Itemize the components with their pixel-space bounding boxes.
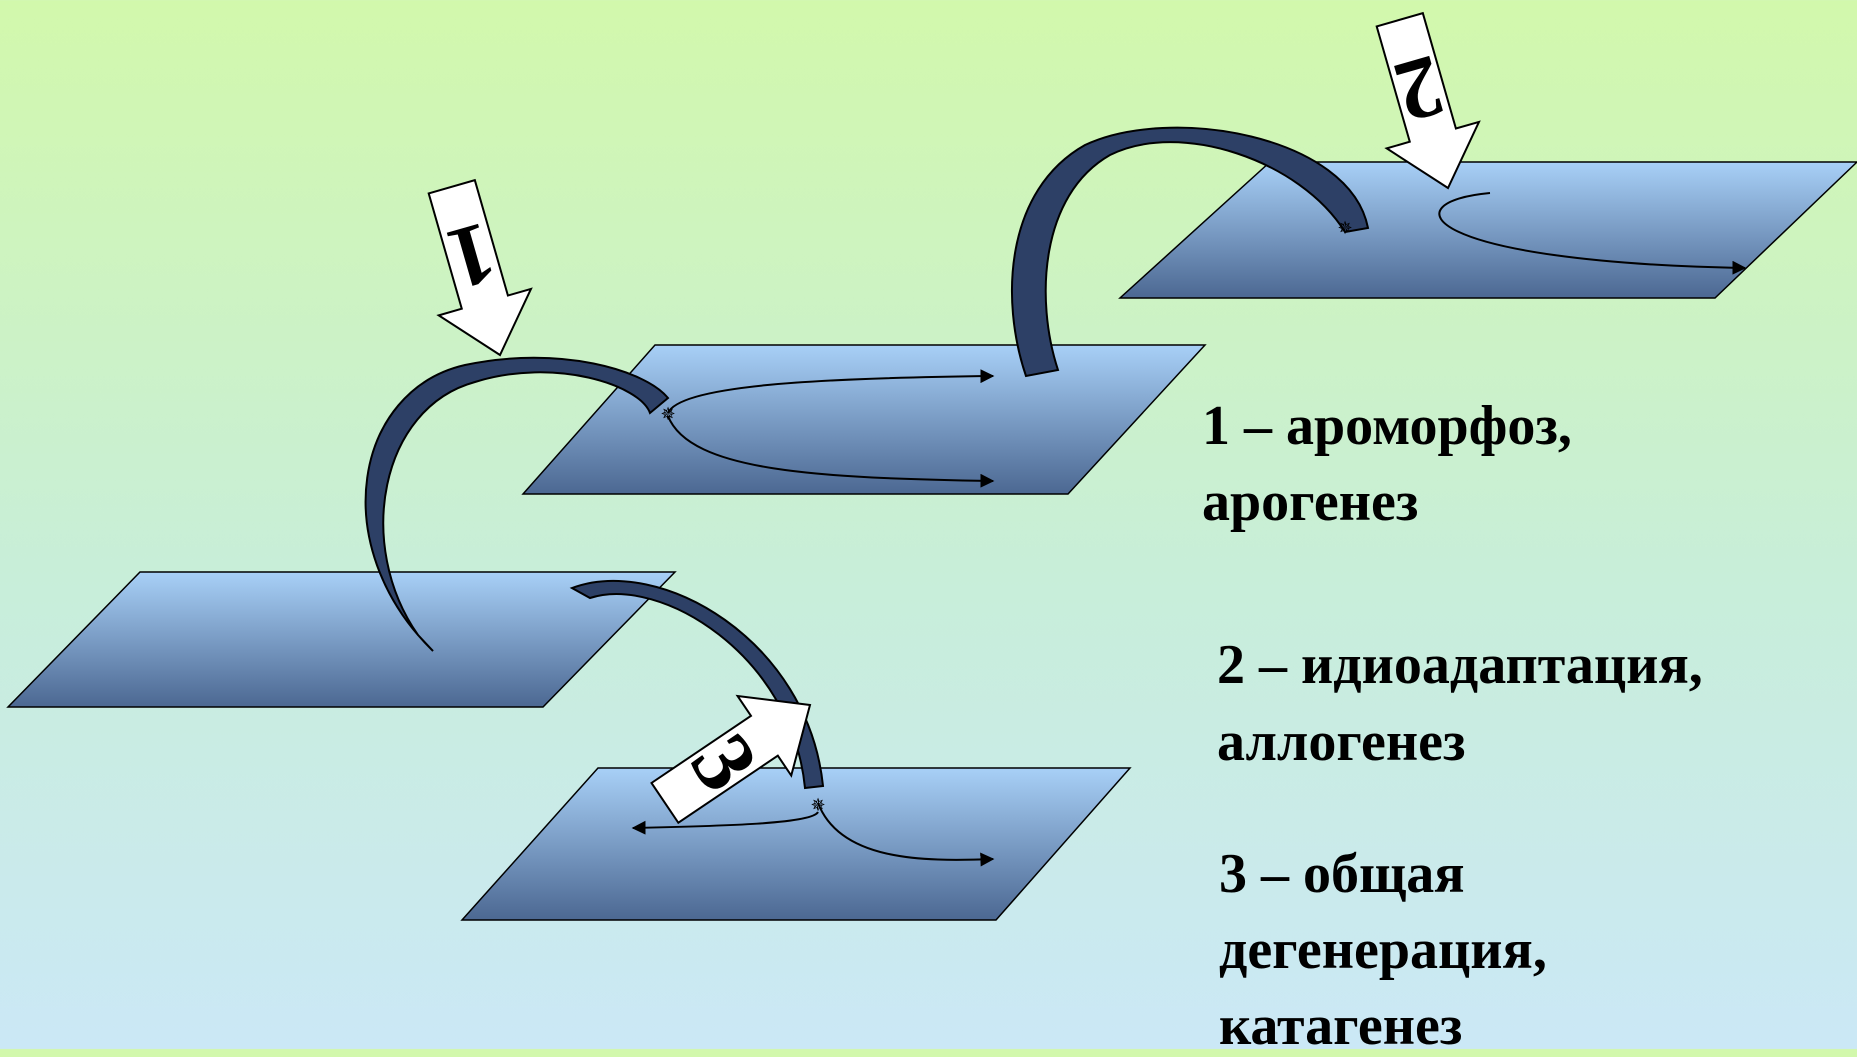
branch-arrow-lower-left — [631, 811, 819, 835]
jump-arrow-left-to-lower — [569, 579, 825, 790]
legend-item-3-line-3: катагенез — [1219, 995, 1463, 1057]
jump-arrow-middle-to-upper — [1010, 126, 1370, 378]
plane-lower — [460, 767, 1132, 921]
legend-item-1-line-2: арогенез — [1202, 471, 1419, 533]
legend-item-1-line-1: 1 – ароморфоз, — [1202, 395, 1572, 457]
legend-item-2-line-2: аллогенез — [1217, 711, 1466, 773]
event-marker-upper: ✵ — [1337, 218, 1352, 238]
branch-arrow-middle-upper — [667, 369, 995, 414]
plane-left — [6, 571, 677, 708]
branch-arrow-upper-right — [1438, 192, 1747, 275]
branch-arrow-lower-right — [817, 802, 995, 867]
legend-item-3-line-2: дегенерация, — [1219, 919, 1547, 981]
legend-item-3-line-1: 3 – общая — [1219, 843, 1465, 905]
jump-arrow-left-to-middle — [364, 356, 670, 652]
event-marker-middle: ✵ — [660, 404, 675, 424]
event-marker-lower: ✵ — [810, 795, 825, 815]
plane-upper-right — [1118, 161, 1857, 299]
pointer-arrow-1: 1 — [427, 178, 533, 357]
branch-arrow-middle-lower — [667, 415, 995, 488]
legend-item-2-line-1: 2 – идиоадаптация, — [1217, 634, 1703, 696]
plane-middle — [521, 344, 1207, 495]
